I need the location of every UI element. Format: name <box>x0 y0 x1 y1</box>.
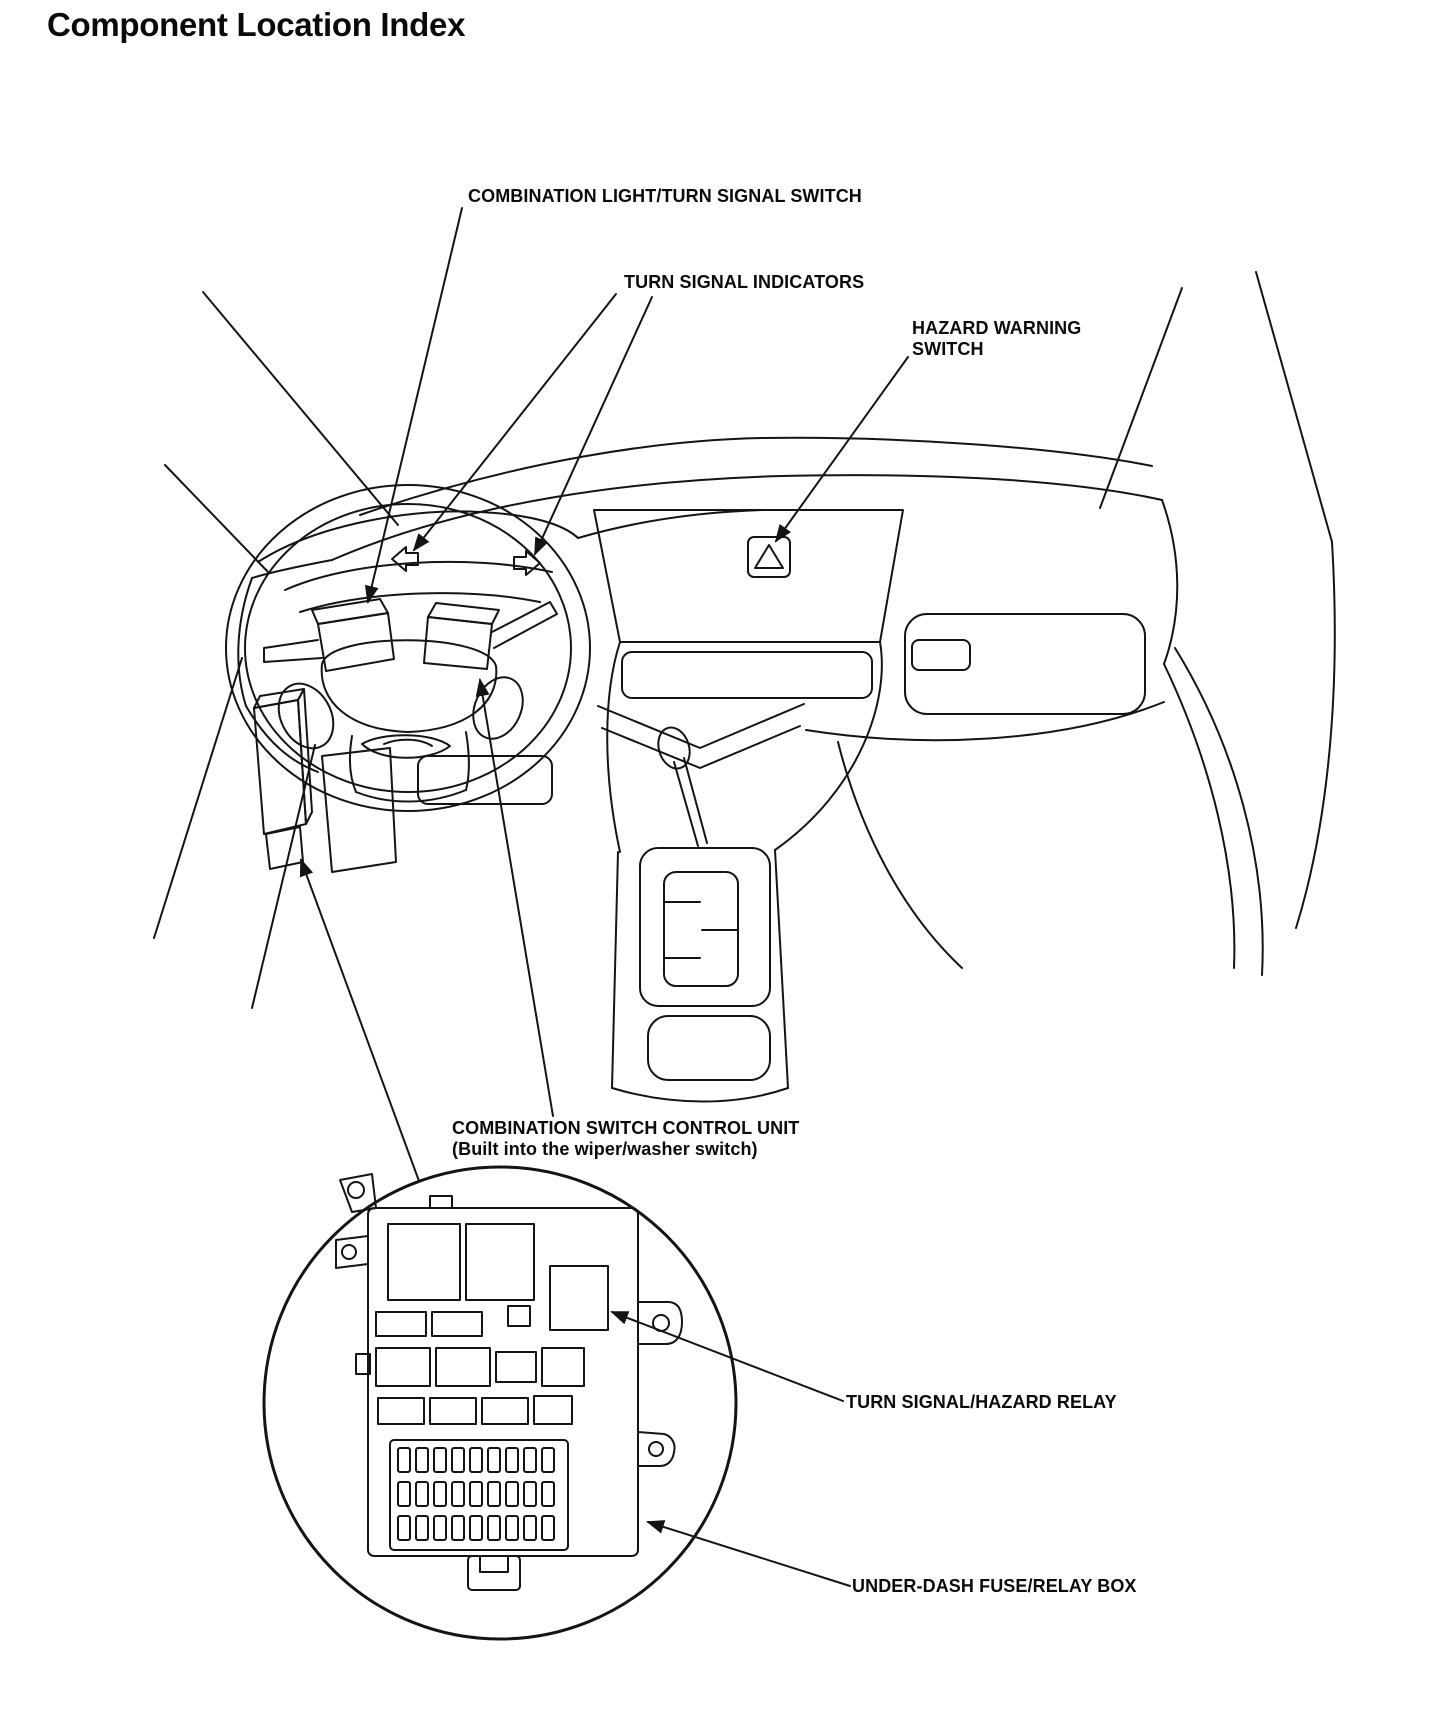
instrument-cluster <box>257 510 579 613</box>
magnify-arrow <box>299 858 420 1182</box>
leader-combination-light-switch <box>364 207 463 604</box>
leader-turn-indicator-right <box>534 296 653 556</box>
hazard-warning-switch <box>747 536 791 578</box>
wiper-washer-switch-combination-switch-control-unit <box>423 601 558 670</box>
turn-signal-hazard-relay <box>549 1265 609 1331</box>
label-hazard-warning-switch: HAZARD WARNING SWITCH <box>912 318 1082 359</box>
relay-block <box>387 1223 461 1301</box>
label-turn-signal-hazard-relay: TURN SIGNAL/HAZARD RELAY <box>846 1392 1117 1412</box>
inset-circle <box>262 1165 738 1641</box>
under-dash-fuse-relay-box <box>335 1173 683 1591</box>
right-turn-indicator-icon <box>513 550 541 576</box>
leader-turn-indicator-left <box>412 293 617 552</box>
inset-magnified-view <box>262 1165 738 1641</box>
label-under-dash-fuse-relay-box: UNDER-DASH FUSE/RELAY BOX <box>852 1576 1137 1596</box>
leader-hazard-switch <box>774 356 909 543</box>
label-combination-switch-control-unit: COMBINATION SWITCH CONTROL UNIT (Built i… <box>452 1118 800 1159</box>
leader-combination-switch-control-unit <box>475 678 554 1117</box>
leader-turn-signal-hazard-relay <box>610 1311 844 1402</box>
leader-lines <box>299 207 909 1587</box>
dashboard-top <box>237 436 1236 969</box>
relay-block <box>465 1223 535 1301</box>
center-stack <box>593 509 904 853</box>
cabin-pillars <box>153 271 1336 1009</box>
gear-shifter-console <box>611 726 789 1103</box>
label-combination-light-turn-signal-switch: COMBINATION LIGHT/TURN SIGNAL SWITCH <box>468 186 862 206</box>
fuse-grid <box>389 1439 569 1551</box>
steering-wheel <box>225 484 591 812</box>
hazard-triangle-icon <box>754 544 784 569</box>
glove-box <box>904 613 1146 715</box>
page-title: Component Location Index <box>47 6 466 43</box>
label-turn-signal-indicators: TURN SIGNAL INDICATORS <box>624 272 865 292</box>
left-turn-indicator-icon <box>391 546 419 572</box>
leader-under-dash-fuse-relay-box <box>646 1520 851 1587</box>
combination-light-turn-signal-switch <box>263 598 395 672</box>
